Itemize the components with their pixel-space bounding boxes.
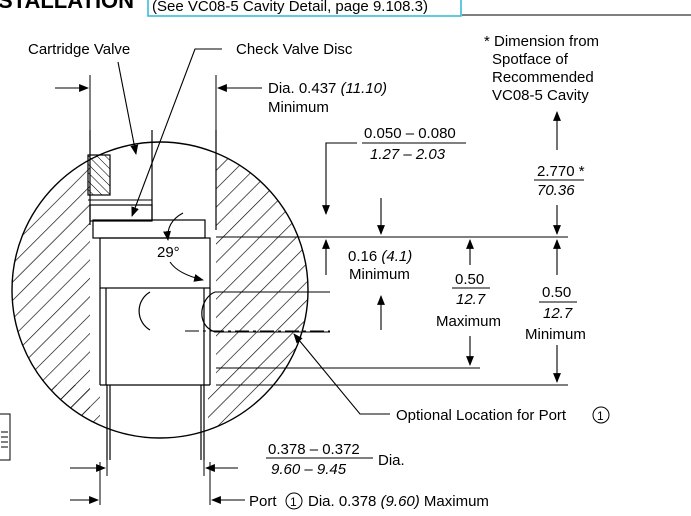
dim-disc-gap-inch: 0.050 – 0.080 bbox=[364, 125, 456, 142]
dim-016-note: Minimum bbox=[349, 266, 410, 283]
cartridge-valve-body bbox=[89, 130, 217, 460]
label-cartridge-valve: Cartridge Valve bbox=[28, 41, 130, 58]
dim-disc-gap-mm: 1.27 – 2.03 bbox=[370, 146, 446, 163]
label-check-valve-disc: Check Valve Disc bbox=[236, 41, 353, 58]
dimension-arrows bbox=[55, 48, 561, 504]
left-edge-symbol bbox=[0, 413, 11, 461]
port-bore-edge bbox=[201, 291, 216, 333]
fraction-bars bbox=[266, 142, 584, 459]
dim-bottom-dia-inch: 0.378 – 0.372 bbox=[268, 441, 360, 458]
dim-bottom-dia-note: Dia. bbox=[378, 452, 405, 469]
dim-dia-0437: Dia. 0.437 (11.10) bbox=[268, 80, 387, 97]
dim-050-min-note: Minimum bbox=[525, 326, 586, 343]
cavity-reference-link[interactable]: (See VC08-5 Cavity Detail, page 9.108.3) bbox=[152, 0, 428, 15]
label-port-dia: Dia. 0.378 (9.60) Maximum bbox=[308, 493, 489, 510]
dim-dia-0437-note: Minimum bbox=[268, 99, 329, 116]
port-number-circle-2 bbox=[285, 492, 303, 510]
dim-2770-inch: 2.770 * bbox=[537, 163, 585, 180]
port-number-circle bbox=[592, 406, 610, 424]
o-ring-seal bbox=[87, 154, 152, 201]
dim-note-line-1: * Dimension from bbox=[484, 33, 599, 50]
port-number: 1 bbox=[597, 409, 604, 423]
label-optional-port: Optional Location for Port bbox=[396, 407, 567, 424]
dim-050-max-mm: 12.7 bbox=[456, 291, 486, 308]
port-number-2: 1 bbox=[290, 495, 297, 509]
dim-note-line-4: VC08-5 Cavity bbox=[492, 87, 589, 104]
dim-050-min-inch: 0.50 bbox=[542, 284, 571, 301]
dim-2770-mm: 70.36 bbox=[537, 182, 575, 199]
body-right-hatch bbox=[205, 142, 308, 438]
dim-angle: 29° bbox=[157, 244, 180, 261]
header-title: STALLATION bbox=[0, 0, 134, 13]
header: STALLATION (See VC08-5 Cavity Detail, pa… bbox=[0, 0, 691, 17]
dim-050-max-inch: 0.50 bbox=[455, 271, 484, 288]
dim-016: 0.16 (4.1) bbox=[348, 248, 412, 265]
label-port-prefix: Port bbox=[249, 493, 277, 510]
body-bottom-left-hatch bbox=[12, 385, 100, 438]
dim-bottom-dia-mm: 9.60 – 9.45 bbox=[271, 461, 347, 478]
dim-note-line-3: Recommended bbox=[492, 69, 594, 86]
port-opening-arc bbox=[138, 291, 151, 331]
detail-circle bbox=[11, 130, 330, 460]
dim-050-min-mm: 12.7 bbox=[543, 305, 573, 322]
dim-note-line-2: Spotface of bbox=[492, 51, 569, 68]
dim-050-max-note: Maximum bbox=[436, 313, 501, 330]
cavity-link-box[interactable] bbox=[147, 0, 462, 17]
